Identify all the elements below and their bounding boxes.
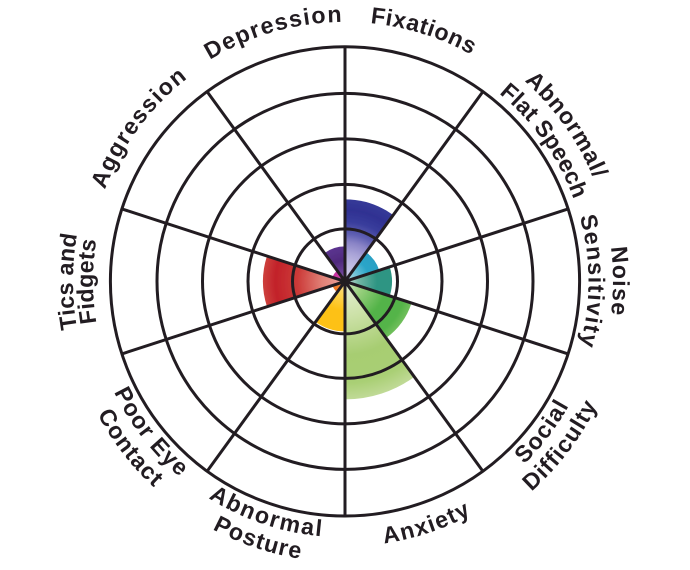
svg-text:Tics and: Tics and <box>52 231 82 332</box>
svg-text:Noise: Noise <box>606 245 634 318</box>
